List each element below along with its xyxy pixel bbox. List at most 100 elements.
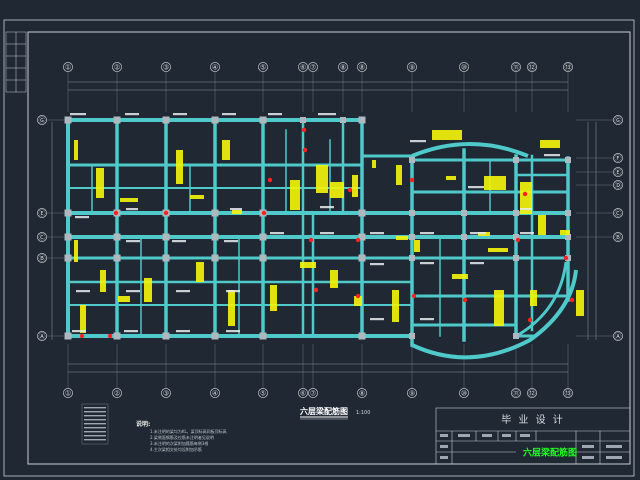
reinforcement-callout — [120, 198, 138, 202]
column — [211, 254, 219, 262]
axis-label: ② — [114, 389, 120, 397]
column — [300, 117, 306, 123]
axis-label: ⑧ — [359, 63, 365, 71]
axis-bubble: ⑫ — [527, 62, 537, 72]
axis-bubble: Ⓔ — [37, 208, 47, 218]
axis-label: ⑧ — [340, 63, 346, 71]
axis-bubble: ⑨ — [407, 62, 417, 72]
span-label — [468, 186, 484, 189]
column — [64, 254, 72, 262]
column — [409, 234, 415, 240]
span-label — [270, 232, 284, 235]
span-label — [320, 232, 334, 235]
span-label — [125, 113, 139, 116]
column — [211, 332, 219, 340]
span-label — [420, 318, 434, 321]
section-marker — [261, 210, 267, 216]
axis-bubble: ⑦ — [308, 388, 318, 398]
reinforcement-callout — [290, 180, 300, 210]
reinforcement-callout — [560, 230, 570, 235]
axis-bubble: Ⓑ — [613, 232, 623, 242]
span-label — [268, 113, 282, 116]
section-marker — [462, 297, 468, 303]
section-marker — [527, 317, 533, 323]
reinforcement-callout — [372, 160, 376, 168]
axis-label: ⑪ — [513, 63, 520, 71]
axis-label: ⑨ — [409, 389, 415, 397]
axis-label: Ⓖ — [615, 116, 622, 124]
span-label — [173, 113, 187, 116]
axis-label: ③ — [163, 63, 169, 71]
reinforcement-callout — [300, 262, 316, 268]
span-label — [72, 330, 86, 333]
reinforcement-callout — [576, 290, 584, 316]
reinforcement-callout — [330, 270, 338, 288]
drawing-frame — [27, 31, 631, 465]
axis-label: ⑪ — [513, 389, 520, 397]
column — [211, 209, 219, 217]
axis-label: ⑬ — [565, 63, 572, 71]
section-marker — [313, 287, 319, 293]
axis-label: ⑨ — [409, 63, 415, 71]
section-marker — [308, 237, 314, 243]
column — [513, 234, 519, 240]
reinforcement-callout — [270, 285, 277, 311]
axis-label: ⑧ — [359, 389, 365, 397]
span-label — [230, 208, 242, 211]
column — [211, 116, 219, 124]
axis-label: ⑩ — [461, 389, 467, 397]
axis-label: ⑥ — [300, 63, 306, 71]
reinforcement-callout — [118, 296, 130, 302]
axis-label: Ⓓ — [615, 181, 622, 189]
column — [113, 116, 121, 124]
span-label — [520, 232, 534, 235]
section-marker — [163, 210, 169, 216]
section-marker — [301, 127, 307, 133]
reinforcement-callout — [392, 290, 399, 322]
axis-bubble: ⑨ — [407, 388, 417, 398]
column — [259, 233, 267, 241]
reinforcement-callout — [330, 182, 344, 198]
section-marker — [267, 177, 273, 183]
span-label — [410, 140, 426, 143]
axis-bubble: Ⓔ — [613, 167, 623, 177]
column — [409, 333, 415, 339]
axis-label: ⑦ — [310, 389, 316, 397]
column — [340, 117, 346, 123]
column — [409, 157, 415, 163]
span-label — [420, 232, 434, 235]
column — [259, 116, 267, 124]
axis-bubble: ③ — [161, 388, 171, 398]
axis-label: Ⓑ — [615, 233, 622, 241]
section-marker — [302, 147, 308, 153]
reinforcement-callout — [176, 150, 183, 184]
dimension-lines — [51, 81, 597, 373]
span-label — [318, 113, 336, 116]
axis-bubble: Ⓑ — [37, 253, 47, 263]
title-block-cell-marks — [440, 434, 622, 459]
column — [513, 255, 519, 261]
title-block-header: 毕 业 设 计 — [501, 413, 565, 426]
axis-label: ⑬ — [565, 389, 572, 397]
column — [513, 210, 519, 216]
axis-bubble: ⑩ — [459, 388, 469, 398]
axis-bubble: ⑦ — [308, 62, 318, 72]
reinforcement-callout — [530, 290, 537, 306]
axis-bubble: ⑬ — [563, 388, 573, 398]
axis-bubble: ⑪ — [511, 388, 521, 398]
column — [259, 332, 267, 340]
reinforcement-annotations — [74, 130, 584, 333]
section-marker — [355, 293, 361, 299]
title-block-drawing-name: 六层梁配筋图 — [523, 447, 577, 459]
reinforcement-callout — [494, 290, 504, 326]
column — [358, 254, 366, 262]
reinforcement-callout — [396, 236, 408, 240]
span-label — [370, 263, 384, 266]
axis-bubble: ⑪ — [511, 62, 521, 72]
title-block — [435, 407, 631, 465]
reinforcement-callout — [520, 182, 532, 214]
span-label — [420, 262, 434, 265]
reinforcement-callout — [432, 130, 462, 140]
